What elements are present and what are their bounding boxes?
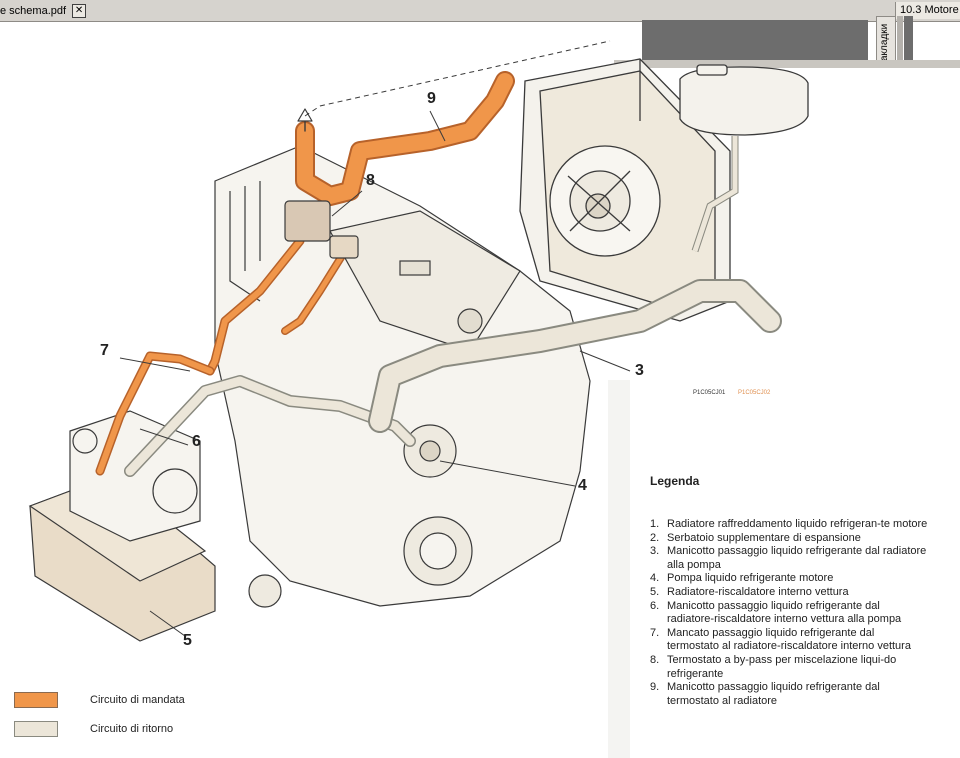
heater-radiator xyxy=(28,410,216,642)
ritorno-label: Circuito di ritorno xyxy=(90,723,174,735)
panel-edge xyxy=(614,60,960,68)
drawing-code-1: P1C05CJ01 xyxy=(693,390,726,396)
mandata-label: Circuito di mandata xyxy=(90,694,185,706)
legenda-item: 4.Pompa liquido refrigerante motore xyxy=(650,572,834,585)
tab-bar: e schema.pdf ✕ 10.3 Motore xyxy=(0,0,960,22)
cooling-circuit-diagram xyxy=(28,40,809,642)
legenda-list: 1.Radiatore raffreddamento liquido refri… xyxy=(650,518,928,708)
close-icon[interactable]: ✕ xyxy=(72,3,87,18)
bookmarks-panel xyxy=(642,20,868,60)
callout-leaders xyxy=(119,110,631,637)
callout-8: 8 xyxy=(366,172,375,189)
legenda-item: 6.Manicotto passaggio liquido refrigeran… xyxy=(650,599,902,626)
mandata-swatch xyxy=(14,692,58,708)
thermostat xyxy=(284,200,359,259)
panel-divider xyxy=(897,16,903,62)
legenda-item: 7.Mancato passaggio liquido refrigerante… xyxy=(650,626,911,653)
callout-6: 6 xyxy=(192,433,201,450)
document-tab[interactable]: e schema.pdf ✕ xyxy=(0,2,87,19)
radiator xyxy=(519,58,731,322)
callout-5: 5 xyxy=(183,632,192,649)
callout-7: 7 xyxy=(100,342,109,359)
panel-scroll-handle[interactable] xyxy=(904,16,913,62)
legenda-item: 3.Manicotto passaggio liquido refrigeran… xyxy=(650,545,927,571)
ritorno-swatch xyxy=(14,721,58,737)
callout-3: 3 xyxy=(635,362,644,379)
page-shadow xyxy=(608,380,630,758)
legenda-item: 5.Radiatore-riscaldatore interno vettura xyxy=(650,585,849,598)
chapter-tab[interactable]: 10.3 Motore xyxy=(895,2,960,19)
callout-9: 9 xyxy=(427,90,436,107)
circuit-dashed-line xyxy=(304,40,611,117)
legenda-item: 1.Radiatore raffreddamento liquido refri… xyxy=(650,518,928,530)
legenda-item: 2.Serbatoio supplementare di espansione xyxy=(650,531,861,544)
expansion-tank xyxy=(679,64,809,253)
document-tab-label: e schema.pdf xyxy=(0,4,67,17)
legenda-item: 8.Termostato a by-pass per miscelazione … xyxy=(650,653,897,680)
legenda-item: 9.Manicotto passaggio liquido refrigeran… xyxy=(650,681,880,707)
return-hoses xyxy=(124,279,782,477)
supply-hoses xyxy=(95,71,515,476)
drawing-code-2: P1C05CJ02 xyxy=(738,390,771,396)
callout-4: 4 xyxy=(578,477,587,494)
legenda-title: Legenda xyxy=(650,474,700,488)
